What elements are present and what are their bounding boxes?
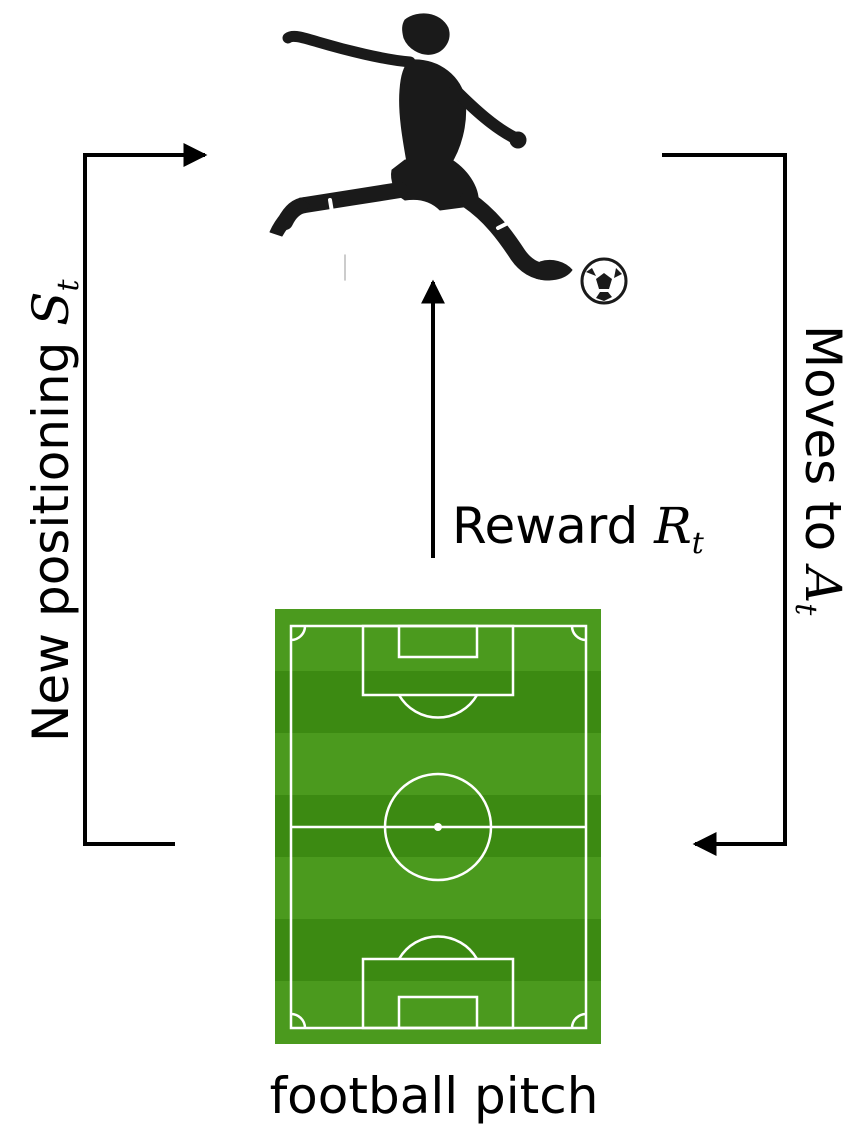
state-feedback-arrow <box>83 143 208 846</box>
football-player-kicking-icon <box>269 13 573 281</box>
soccer-ball-icon <box>580 257 628 305</box>
reward-label: Reward Rt <box>452 497 705 561</box>
new-positioning-label: New positioning St <box>22 279 86 742</box>
moves-to-label: Moves to At <box>788 325 852 616</box>
action-arrow <box>662 153 787 856</box>
pitch-caption: football pitch <box>270 1067 599 1125</box>
football-pitch <box>275 609 601 1044</box>
